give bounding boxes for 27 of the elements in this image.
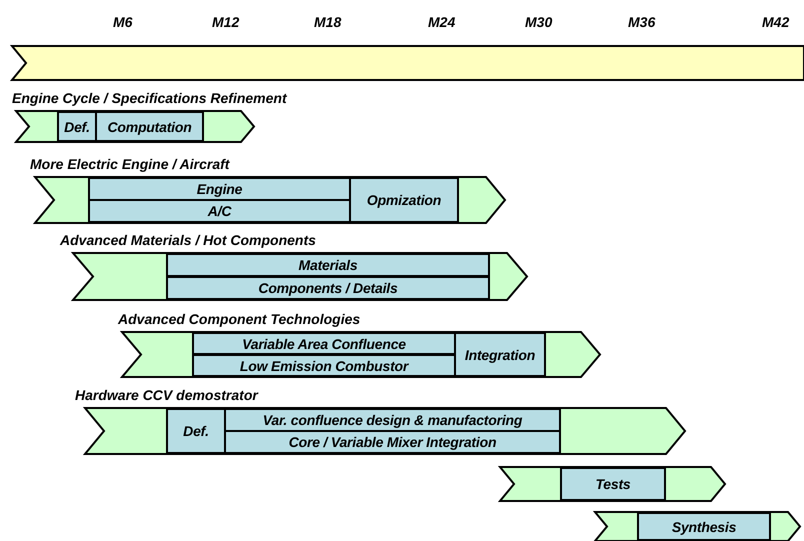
task-box: Components / Details	[166, 276, 490, 300]
month-label: M12	[212, 14, 240, 30]
task-box: A/C	[88, 199, 351, 223]
task-box: Core / Variable Mixer Integration	[224, 430, 561, 454]
task-box: Computation	[95, 111, 204, 142]
task-box: Synthesis	[637, 512, 771, 541]
phase-title: Hardware CCV demostrator	[75, 388, 258, 402]
task-box: Variable Area Confluence	[192, 332, 456, 355]
phase-title: Advanced Component Technologies	[118, 312, 360, 326]
task-box: Engine	[88, 177, 351, 201]
month-label: M36	[628, 14, 656, 30]
phase-title: Engine Cycle / Specifications Refinement	[12, 91, 287, 105]
month-label: M18	[314, 14, 342, 30]
month-label: M24	[428, 14, 456, 30]
task-box: Tests	[560, 467, 666, 501]
task-box: Low Emission Combustor	[192, 354, 456, 377]
task-box: Integration	[454, 332, 546, 377]
month-label: M30	[525, 14, 552, 30]
month-label: M42	[762, 14, 790, 30]
task-box: Var. confluence design & manufactoring	[224, 408, 561, 432]
phase-title: Advanced Materials / Hot Components	[60, 233, 316, 247]
month-label: M6	[113, 14, 132, 30]
task-box: Opmization	[349, 177, 459, 223]
task-box: Def.	[166, 408, 226, 454]
task-box: Materials	[166, 253, 490, 277]
phase-title: More Electric Engine / Aircraft	[30, 157, 230, 171]
task-box: Def.	[57, 111, 97, 142]
